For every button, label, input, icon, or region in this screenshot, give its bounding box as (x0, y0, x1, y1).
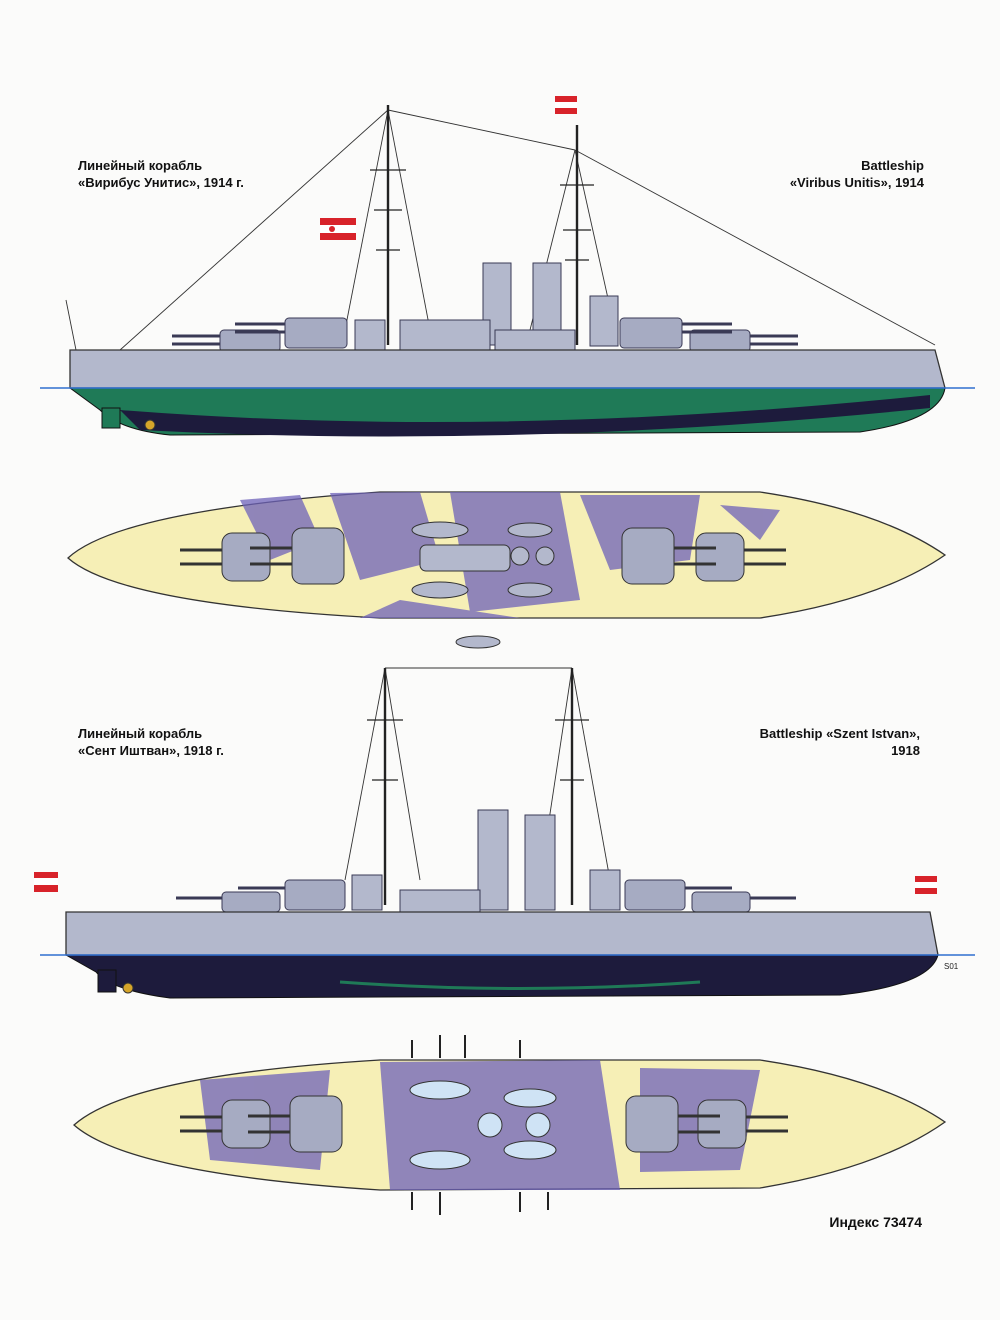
yards (370, 169, 594, 261)
hull-upper (65, 911, 939, 956)
caption-line: «Viribus Unitis», 1914 (789, 175, 924, 190)
gun-barrels (180, 546, 786, 566)
gun-barrels (176, 886, 796, 900)
ship-profile-viribus-unitis (40, 96, 975, 437)
caption-ru-szent-istvan: Линейный корабль «Сент Иштван», 1918 г. (78, 725, 224, 759)
boat (455, 635, 501, 649)
flag-icon (34, 872, 58, 892)
caption-ru-viribus-unitis: Линейный корабль «Вирибус Унитис», 1914 … (78, 157, 244, 191)
yards (367, 719, 589, 781)
superstructure (351, 809, 621, 913)
caption-en-szent-istvan: Battleship «Szent Istvan», 1918 (760, 725, 920, 759)
flag-icon (915, 876, 937, 894)
gun-turrets (219, 317, 751, 353)
boats (411, 521, 555, 599)
ship-profile-szent-istvan (34, 667, 975, 999)
ship-plan-viribus-unitis (67, 491, 947, 649)
index-label: Индекс 73474 (829, 1214, 922, 1230)
caption-line: Battleship (861, 158, 924, 173)
bilge-keel (339, 980, 701, 990)
superstructure (354, 262, 619, 351)
booms (411, 1035, 549, 1215)
gun-turrets (221, 879, 751, 913)
gun-barrels (172, 322, 798, 346)
hull-underwater (64, 954, 939, 999)
caption-line: «Вирибус Унитис», 1914 г. (78, 175, 244, 190)
propeller-icon (97, 969, 134, 994)
caption-line: Battleship «Szent Istvan», (759, 726, 920, 741)
boats (409, 1080, 557, 1170)
masts (386, 105, 579, 345)
flag-icon (555, 96, 577, 114)
caption-line: Линейный корабль (78, 726, 203, 741)
propeller-icon (101, 407, 156, 431)
masts (383, 668, 574, 905)
caption-line: 1918 (891, 743, 920, 758)
artist-signature: S01 (944, 962, 959, 971)
gun-turrets (221, 527, 745, 585)
gun-turrets (221, 1095, 747, 1153)
hull-keel (120, 395, 930, 437)
caption-line: Линейный корабль (78, 158, 203, 173)
ship-plan-szent-istvan (73, 1035, 947, 1215)
caption-line: «Сент Иштван», 1918 г. (78, 743, 224, 758)
hull-upper (69, 349, 946, 389)
gun-barrels (180, 1114, 788, 1134)
caption-en-viribus-unitis: Battleship «Viribus Unitis», 1914 (790, 157, 924, 191)
flag-icon (320, 218, 356, 240)
